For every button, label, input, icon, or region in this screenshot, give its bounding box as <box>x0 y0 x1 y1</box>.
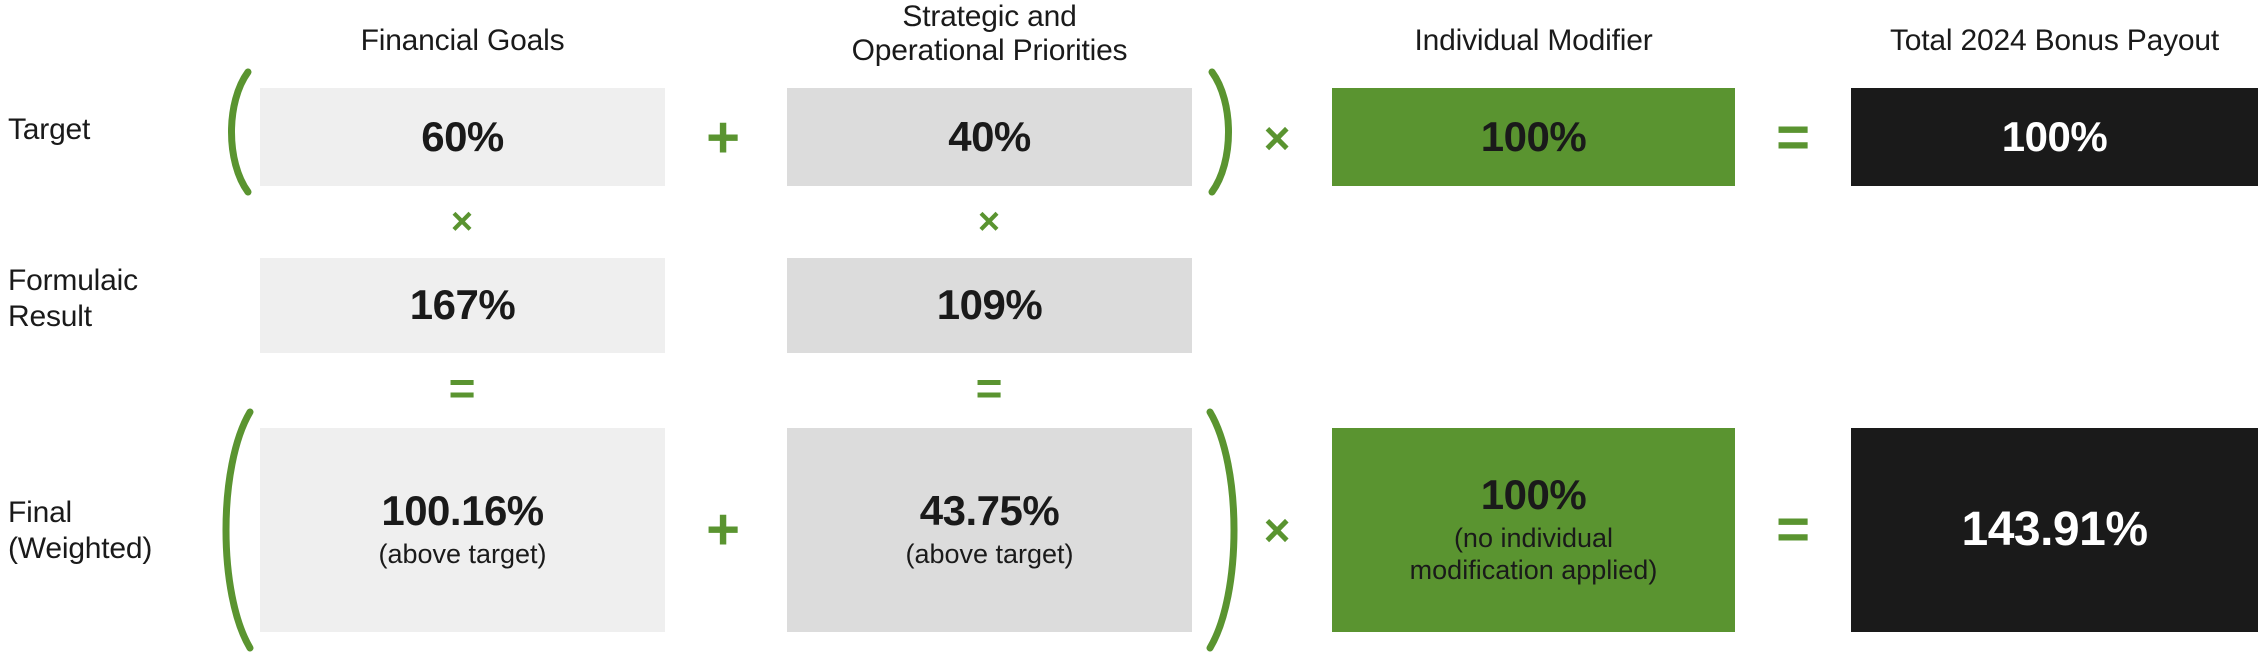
final-strategic-box: 43.75% (above target) <box>787 428 1192 632</box>
equals-icon: = <box>1776 105 1810 170</box>
close-paren-target <box>1202 68 1248 196</box>
final-financial-goals-value: 100.16% <box>381 487 544 535</box>
target-total-value: 100% <box>2001 112 2108 160</box>
final-individual-modifier-box: 100% (no individual modification applied… <box>1332 428 1735 632</box>
open-paren-final <box>208 408 260 652</box>
target-individual-modifier-value: 100% <box>1480 112 1587 160</box>
open-paren-target <box>212 68 258 196</box>
close-paren-final <box>1200 408 1252 652</box>
plus-icon: + <box>706 497 740 562</box>
operator-plus-target: + <box>695 109 751 167</box>
column-header-strategic-line1: Strategic and <box>902 0 1077 33</box>
times-icon: × <box>977 201 1001 243</box>
final-total-box: 143.91% <box>1851 428 2258 632</box>
final-financial-goals-note: (above target) <box>378 539 547 570</box>
target-financial-goals-value: 60% <box>421 112 504 160</box>
row-label-target: Target <box>8 112 213 148</box>
operator-equals-target: = <box>1765 109 1821 167</box>
column-header-individual-modifier-label: Individual Modifier <box>1414 24 1653 57</box>
column-header-financial-goals-label: Financial Goals <box>360 24 565 57</box>
operator-times-financial-goals-vertical: × <box>437 202 487 242</box>
target-strategic-box: 40% <box>787 88 1192 186</box>
operator-times-strategic-vertical: × <box>964 202 1014 242</box>
formulaic-financial-goals-box: 167% <box>260 258 665 353</box>
times-icon: × <box>450 201 474 243</box>
row-label-target-text: Target <box>8 113 91 146</box>
row-label-formulaic-line2: Result <box>8 300 92 333</box>
equals-icon: = <box>1776 497 1810 562</box>
row-label-final-line2: (Weighted) <box>8 532 153 565</box>
column-header-strategic-operational: Strategic and Operational Priorities <box>787 0 1192 67</box>
equals-icon: = <box>448 362 476 414</box>
final-individual-modifier-note: (no individual modification applied) <box>1409 523 1658 586</box>
target-total-box: 100% <box>1851 88 2258 186</box>
formulaic-strategic-box: 109% <box>787 258 1192 353</box>
target-strategic-value: 40% <box>948 112 1031 160</box>
column-header-total-payout: Total 2024 Bonus Payout <box>1851 24 2258 58</box>
final-individual-modifier-value: 100% <box>1480 471 1587 519</box>
final-strategic-note: (above target) <box>905 539 1074 570</box>
operator-equals-strategic-vertical: = <box>964 362 1014 414</box>
final-total-value: 143.91% <box>1961 502 2149 556</box>
times-icon: × <box>1263 504 1291 556</box>
final-financial-goals-box: 100.16% (above target) <box>260 428 665 632</box>
equals-icon: = <box>975 362 1003 414</box>
column-header-individual-modifier: Individual Modifier <box>1332 24 1735 58</box>
operator-plus-final: + <box>695 501 751 559</box>
row-label-final-weighted: Final (Weighted) <box>8 495 213 567</box>
row-label-formulaic-line1: Formulaic <box>8 264 138 297</box>
row-label-final-line1: Final <box>8 496 73 529</box>
plus-icon: + <box>706 105 740 170</box>
column-header-strategic-line2: Operational Priorities <box>851 33 1128 67</box>
final-strategic-value: 43.75% <box>919 487 1060 535</box>
operator-equals-financial-goals-vertical: = <box>437 362 487 414</box>
target-individual-modifier-box: 100% <box>1332 88 1735 186</box>
times-icon: × <box>1263 112 1291 164</box>
operator-times-final: × <box>1252 505 1302 555</box>
formulaic-financial-goals-value: 167% <box>409 281 516 329</box>
row-label-formulaic-result: Formulaic Result <box>8 263 213 335</box>
column-header-financial-goals: Financial Goals <box>260 24 665 58</box>
column-header-total-payout-label: Total 2024 Bonus Payout <box>1890 24 2219 57</box>
formulaic-strategic-value: 109% <box>936 281 1043 329</box>
target-financial-goals-box: 60% <box>260 88 665 186</box>
operator-equals-final: = <box>1765 501 1821 559</box>
operator-times-target: × <box>1252 113 1302 163</box>
